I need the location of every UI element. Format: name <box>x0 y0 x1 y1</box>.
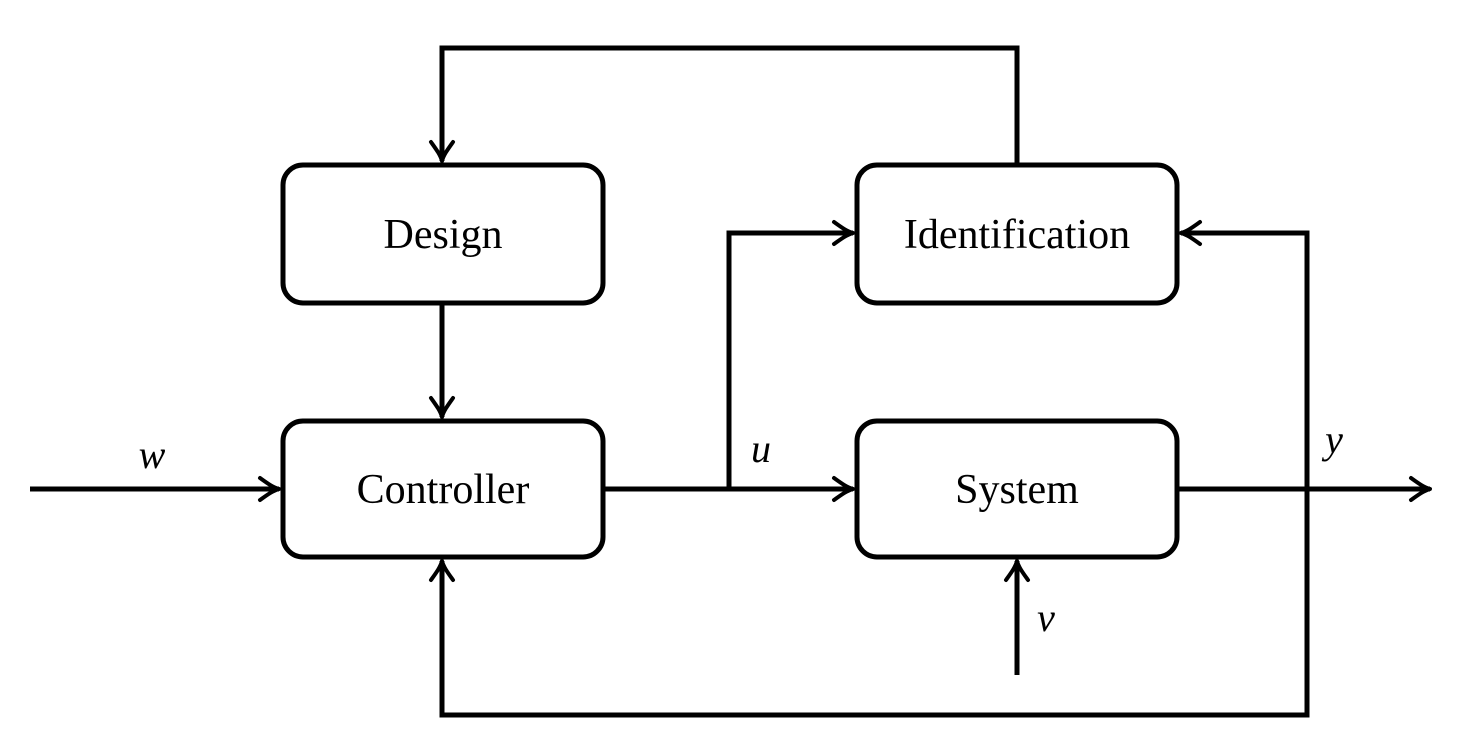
signal-label-w: w <box>139 432 166 477</box>
identification-node: Identification <box>854 162 1180 306</box>
controller-node: Controller <box>280 418 606 560</box>
design-node: Design <box>280 162 606 306</box>
edge-y-branch-to-identification <box>1179 220 1310 489</box>
edge-y-feedback-to-controller <box>429 489 1310 718</box>
identification-label: Identification <box>904 212 1130 258</box>
edge-u-branch-to-identification <box>726 220 855 489</box>
signal-label-v: v <box>1037 595 1055 640</box>
system-box <box>854 418 1180 560</box>
controller-box <box>280 418 606 560</box>
signal-label-u: u <box>751 426 771 471</box>
system-node: System <box>854 418 1180 560</box>
identification-box <box>854 162 1180 306</box>
design-box <box>280 162 606 306</box>
controller-label: Controller <box>357 467 530 513</box>
design-label: Design <box>384 212 503 258</box>
signal-label-y: y <box>1321 417 1343 462</box>
system-label: System <box>955 467 1079 513</box>
edge-identification-to-design <box>429 45 1020 165</box>
